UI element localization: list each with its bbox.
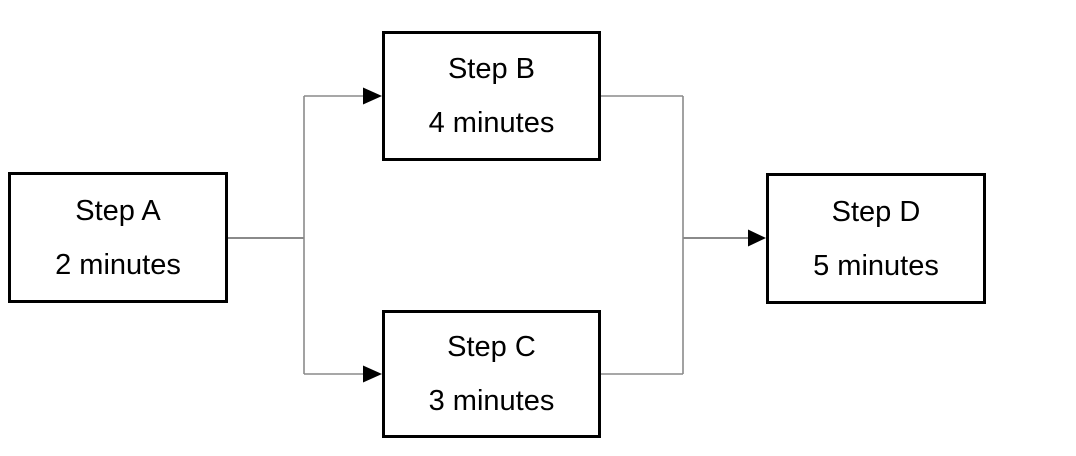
node-step-b-duration: 4 minutes [428, 107, 555, 139]
node-step-b: Step B 4 minutes [382, 31, 601, 161]
arrowhead-into-b-icon [363, 87, 382, 105]
node-step-d-label: Step D [831, 195, 921, 228]
arrowhead-into-c-icon [363, 365, 382, 383]
arrowhead-into-d-icon [748, 229, 766, 247]
node-step-d-duration: 5 minutes [813, 249, 939, 282]
node-step-b-label: Step B [447, 53, 536, 85]
node-step-a-duration: 2 minutes [55, 248, 181, 281]
node-step-c-label: Step C [447, 331, 536, 363]
node-step-c: Step C 3 minutes [382, 310, 601, 438]
node-step-a-label: Step A [75, 194, 161, 227]
node-step-d: Step D 5 minutes [766, 173, 986, 304]
node-step-a: Step A 2 minutes [8, 172, 228, 303]
node-step-c-duration: 3 minutes [428, 385, 555, 417]
